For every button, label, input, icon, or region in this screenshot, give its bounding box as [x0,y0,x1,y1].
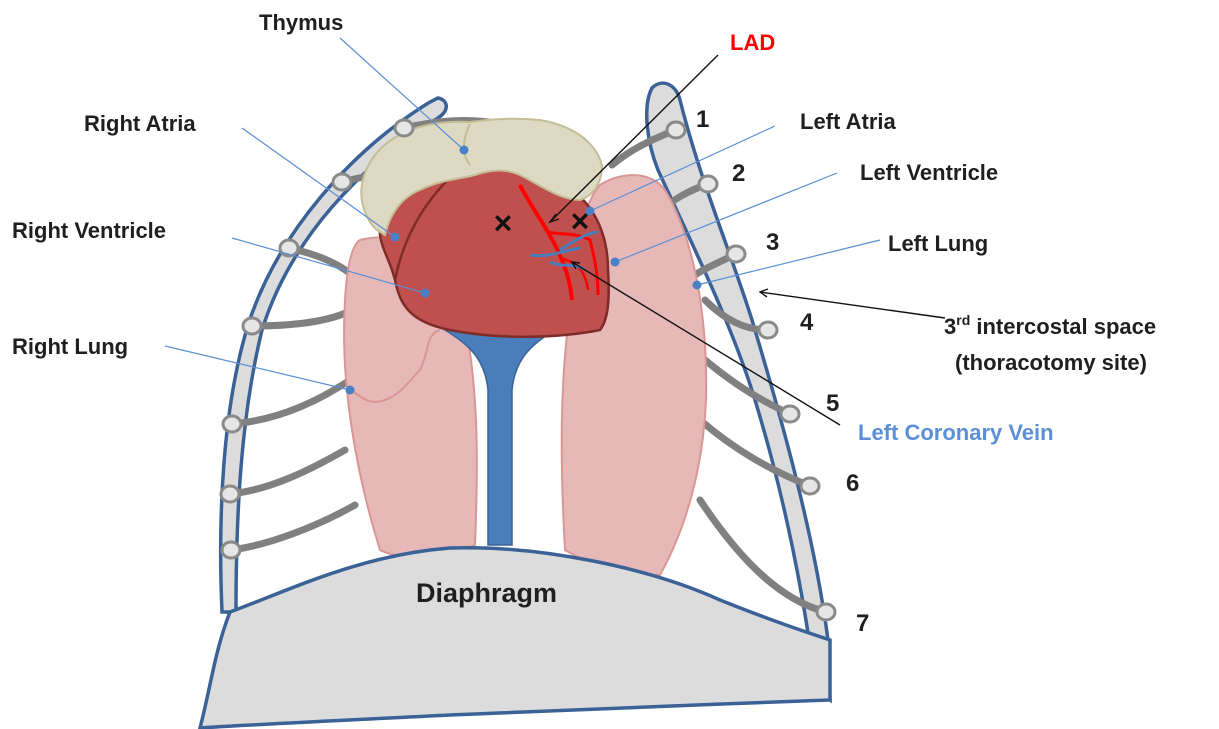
label-diaphragm: Diaphragm [416,578,557,608]
label-lad: LAD [730,30,775,55]
label-intercostal-space: 3rd intercostal space [944,312,1156,339]
rib-number-2: 2 [732,160,745,187]
label-right-lung: Right Lung [12,334,128,359]
label-thymus: Thymus [259,10,343,35]
label-thoracotomy-site: (thoracotomy site) [955,350,1147,375]
incision-marker-left: × [494,205,513,241]
rib-number-7: 7 [856,610,869,637]
intercostal-text: intercostal space [970,314,1156,339]
rib-number-5: 5 [826,390,839,417]
label-left-ventricle: Left Ventricle [860,160,998,185]
label-left-coronary-vein: Left Coronary Vein [858,420,1054,445]
label-left-lung: Left Lung [888,231,988,256]
label-right-atria: Right Atria [84,111,196,136]
rib-number-3: 3 [766,229,779,256]
rib-number-1: 1 [696,106,709,133]
label-left-atria: Left Atria [800,109,897,134]
intercostal-superscript: rd [956,312,970,328]
intercostal-number: 3 [944,314,956,339]
diaphragm-shape [200,548,830,728]
rib-number-6: 6 [846,470,859,497]
label-right-ventricle: Right Ventricle [12,218,166,243]
rib-number-4: 4 [800,309,814,336]
